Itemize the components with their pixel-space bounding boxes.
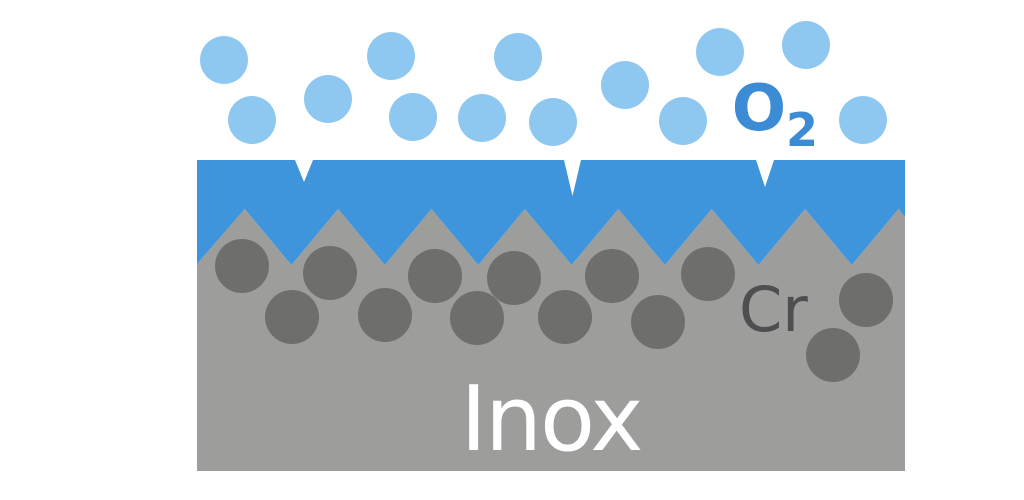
oxygen-molecule xyxy=(529,98,577,146)
chromium-atom xyxy=(358,288,412,342)
chromium-atom xyxy=(538,290,592,344)
chromium-atom xyxy=(487,251,541,305)
oxygen-molecule xyxy=(228,96,276,144)
chromium-atom xyxy=(265,290,319,344)
chromium-atom xyxy=(215,239,269,293)
oxygen-label: O xyxy=(732,72,786,146)
chromium-atom xyxy=(408,249,462,303)
oxide-layer-shape xyxy=(197,160,905,265)
oxygen-molecule xyxy=(389,93,437,141)
chromium-atom xyxy=(806,328,860,382)
chromium-label: Cr xyxy=(739,273,808,346)
chromium-atoms-group xyxy=(215,239,893,382)
chromium-atom xyxy=(450,291,504,345)
oxygen-molecule xyxy=(367,32,415,80)
chromium-atom xyxy=(303,246,357,300)
oxygen-molecule xyxy=(782,21,830,69)
chromium-atom xyxy=(681,247,735,301)
oxygen-molecule xyxy=(659,97,707,145)
oxygen-molecule xyxy=(839,96,887,144)
oxygen-subscript: 2 xyxy=(786,103,818,157)
oxygen-molecule xyxy=(304,75,352,123)
steel-label: Inox xyxy=(460,367,641,472)
oxygen-molecule xyxy=(200,36,248,84)
chromium-atom xyxy=(585,249,639,303)
oxygen-molecule xyxy=(458,94,506,142)
oxygen-molecule xyxy=(696,28,744,76)
oxygen-molecule xyxy=(601,61,649,109)
chromium-atom xyxy=(839,273,893,327)
oxygen-molecules-group xyxy=(200,21,887,146)
oxygen-molecule xyxy=(494,33,542,81)
chromium-atom xyxy=(631,295,685,349)
